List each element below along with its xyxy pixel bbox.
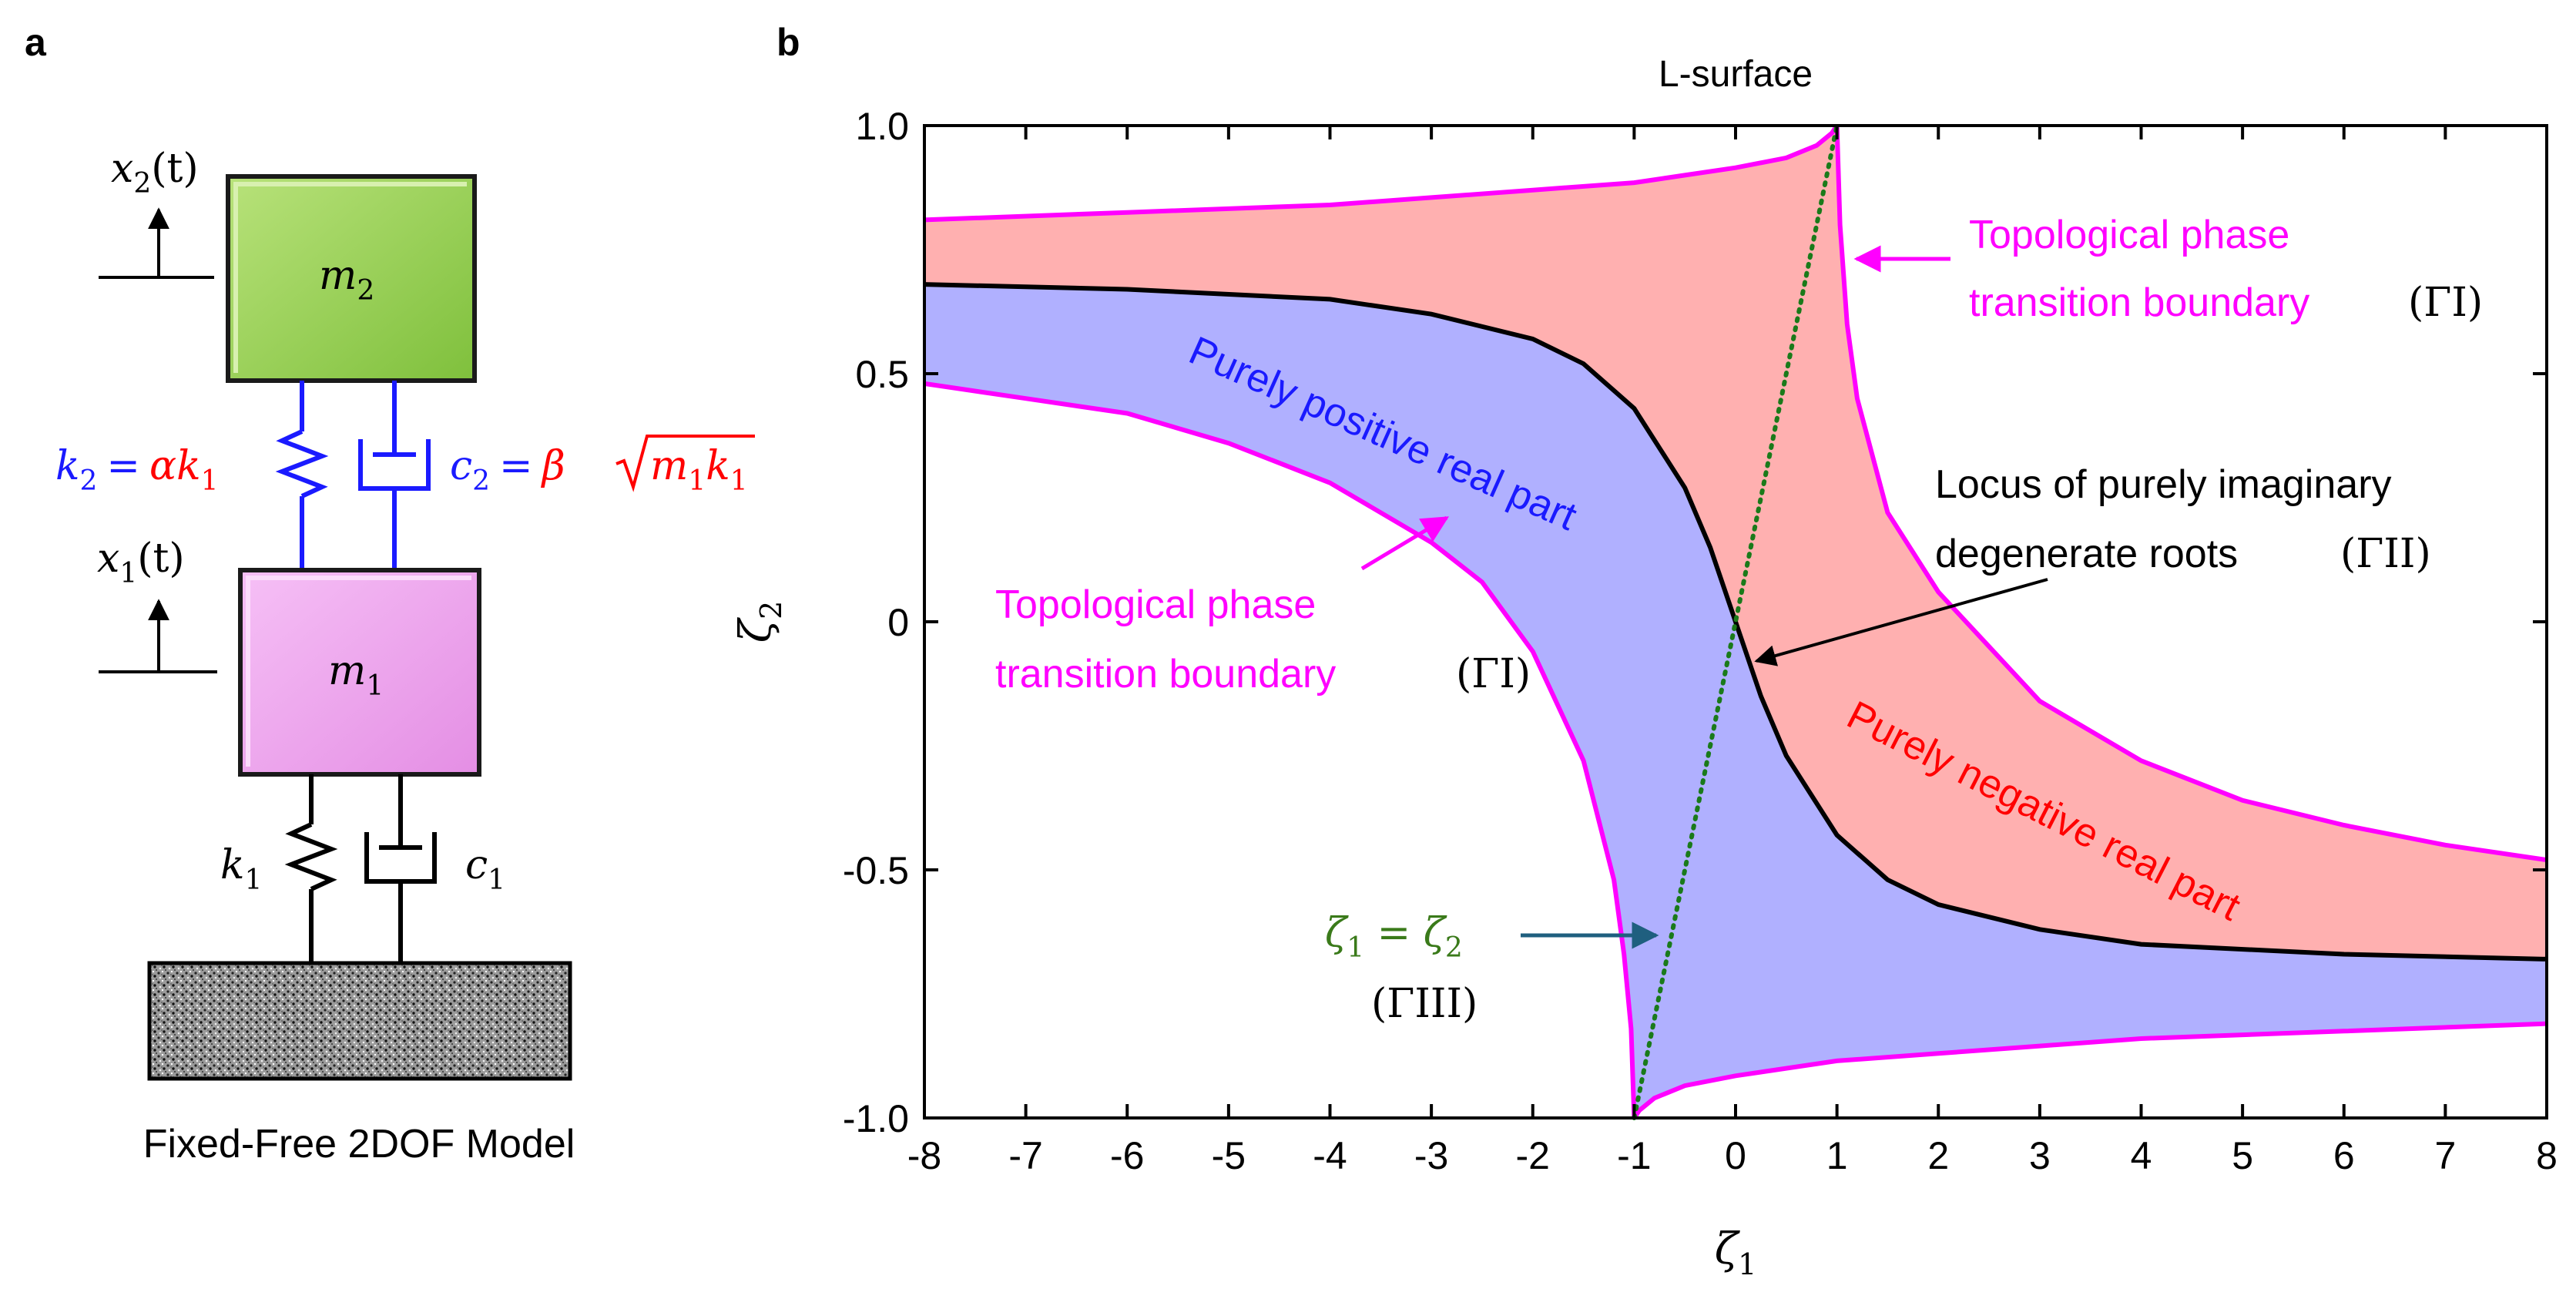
upper-spring-damper — [275, 381, 431, 570]
topo-left-arrow — [1360, 515, 1450, 571]
x1-label: x1(t) — [97, 535, 185, 589]
topo-right-line2: transition boundary — [1969, 280, 2309, 325]
sqrt-content: m1k1 — [650, 443, 748, 497]
panel-b-label: b — [776, 21, 800, 64]
gamma-1-left: (ΓI) — [1456, 651, 1531, 697]
mass-m2-label: m2 — [319, 253, 374, 307]
y-tick-label: 0.5 — [855, 353, 909, 396]
plot-lines — [924, 123, 2547, 1120]
sqrt-sign — [615, 435, 755, 492]
panel-a: a m2 x2(t) k2=αk1 c2=β m1k1 m1 x1(t) — [25, 21, 755, 1166]
x-tick-label: 3 — [2029, 1134, 2051, 1177]
series-left-boundary — [924, 381, 1637, 1119]
y-tick-label: -1.0 — [843, 1097, 909, 1140]
series-upper-boundary — [924, 124, 1840, 223]
y-axis-ticks: -1.0 -0.5 0 0.5 1.0 — [843, 105, 2547, 1140]
fixed-ground — [147, 961, 572, 1081]
mass-m1-label: m1 — [328, 648, 384, 702]
mass-m1-highlight — [246, 576, 471, 767]
x-tick-label: -8 — [907, 1134, 941, 1177]
x-tick-label: 5 — [2232, 1134, 2253, 1177]
x-tick-label: 4 — [2131, 1134, 2152, 1177]
gamma-1-right: (ΓI) — [2408, 280, 2483, 326]
x-tick-label: 8 — [2536, 1134, 2558, 1177]
series-lower-boundary — [1632, 1021, 2547, 1119]
x-tick-label: -6 — [1110, 1134, 1144, 1177]
mass-m2 — [226, 174, 477, 383]
x-tick-label: 0 — [1725, 1134, 1746, 1177]
x-tick-label: -5 — [1212, 1134, 1246, 1177]
x-tick-label: 1 — [1826, 1134, 1848, 1177]
topo-left-line1: Topological phase — [995, 582, 1316, 627]
x-tick-label: -2 — [1516, 1134, 1550, 1177]
positive-region — [924, 284, 2547, 1119]
x-tick-label: -7 — [1008, 1134, 1042, 1177]
x-tick-label: 6 — [2333, 1134, 2355, 1177]
series-right-boundary — [1834, 125, 2547, 863]
gamma-3: (ΓIII) — [1371, 981, 1478, 1027]
y-tick-label: -0.5 — [843, 849, 909, 892]
panel-a-label: a — [25, 21, 47, 64]
panel-a-caption: Fixed-Free 2DOF Model — [143, 1122, 575, 1166]
locus-arrow — [1754, 578, 2048, 666]
topo-right-line1: Topological phase — [1969, 213, 2289, 257]
x-tick-label: -4 — [1313, 1134, 1347, 1177]
negative-region — [924, 126, 2547, 959]
gamma-2: (ΓII) — [2340, 531, 2431, 577]
mass-m1 — [238, 568, 481, 777]
spring-k2-label: k2=αk1 — [55, 443, 219, 497]
x-axis-ticks: -8 -7 -6 -5 -4 -3 -2 -1 0 1 2 3 4 5 6 7 8 — [907, 126, 2558, 1177]
x2-label: x2(t) — [111, 146, 199, 200]
x-axis-label: ζ1 — [1715, 1224, 1757, 1281]
y-tick-label: 1.0 — [855, 105, 909, 148]
chart-title: L-surface — [1659, 54, 1813, 95]
series-diagonal — [1632, 123, 1840, 1120]
x-tick-label: 2 — [1927, 1134, 1949, 1177]
diagonal-eq: ζ1 = ζ2 — [1325, 910, 1463, 964]
x-tick-label: -1 — [1617, 1134, 1651, 1177]
y-tick-label: 0 — [887, 601, 909, 644]
damper-c2-label: c2=β — [450, 443, 565, 497]
y-axis-label: ζ2 — [731, 601, 788, 643]
lower-spring-damper — [284, 774, 437, 963]
damper-c1-label: c1 — [465, 842, 505, 896]
locus-line2: degenerate roots — [1935, 532, 2238, 576]
topo-left-line2: transition boundary — [995, 652, 1336, 697]
mass-m2-highlight — [233, 182, 467, 373]
panel-b: b L-surface -8 -7 -6 -5 -4 -3 -2 -1 0 1 2 3 4 5 6 7 8 -1… — [731, 21, 2558, 1281]
locus-line1: Locus of purely imaginary — [1935, 462, 2392, 507]
spring-k1-label: k1 — [220, 842, 262, 896]
x-tick-label: 7 — [2434, 1134, 2456, 1177]
plot-regions — [924, 126, 2547, 1119]
x-tick-label: -3 — [1414, 1134, 1448, 1177]
